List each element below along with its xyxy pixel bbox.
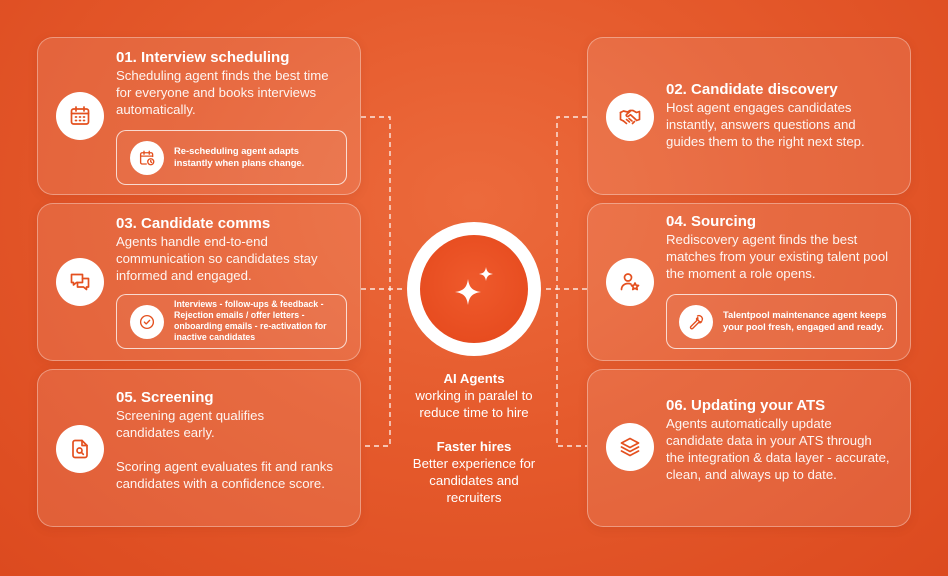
card-description: Agents handle end-to-end communication s… [116,234,318,283]
chat-bubbles-icon [56,258,104,306]
center-heading-ai-agents: AI Agents [443,371,505,386]
layers-icon [606,423,654,471]
card-interview-scheduling: 01. Interview scheduling Scheduling agen… [37,37,361,195]
card-description: Scheduling agent finds the best time for… [116,68,329,117]
card-sourcing: 04. Sourcing Rediscovery agent finds the… [587,203,911,361]
card-candidate-comms: 03. Candidate comms Agents handle end-to… [37,203,361,361]
subcard-comms: Interviews - follow-ups & feedback - Rej… [116,294,347,349]
subcard-text: Re-scheduling agent adapts instantly whe… [174,145,305,168]
card-title: 06. Updating your ATS [666,397,826,414]
check-circle-icon [130,305,164,339]
card-updating-ats: 06. Updating your ATS Agents automatical… [587,369,911,527]
card-title: 04. Sourcing [666,213,757,230]
calendar-icon [56,92,104,140]
card-description: Host agent engages candidates instantly,… [666,100,865,149]
subcard-text: Talentpool maintenance agent keeps your … [723,309,887,332]
card-description: Agents automatically update candidate da… [666,416,890,482]
center-text-faster-hires: Better experience for candidates and rec… [412,456,536,505]
card-title: 05. Screening [116,389,214,406]
sparkles-icon [455,267,493,305]
card-candidate-discovery: 02. Candidate discovery Host agent engag… [587,37,911,195]
document-search-icon [56,425,104,473]
ai-agents-hub [407,222,541,356]
user-star-icon [606,258,654,306]
wrench-icon [679,305,713,339]
center-heading-faster-hires: Faster hires [436,439,512,454]
subcard-talentpool: Talentpool maintenance agent keeps your … [666,294,897,349]
card-title: 01. Interview scheduling [116,49,290,66]
card-description: Rediscovery agent finds the best matches… [666,232,889,281]
center-text-ai-agents: working in paralel to reduce time to hir… [415,388,533,420]
center-caption-2: Faster hires Better experience for candi… [394,438,554,506]
card-title: 02. Candidate discovery [666,81,838,98]
subcard-text: Interviews - follow-ups & feedback - Rej… [174,299,327,342]
card-screening: 05. Screening Screening agent qualifies … [37,369,361,527]
card-description: Screening agent qualifies candidates ear… [116,408,265,440]
handshake-icon [606,93,654,141]
calendar-clock-icon [130,141,164,175]
card-description-secondary: Scoring agent evaluates fit and ranks ca… [116,459,333,491]
center-caption: AI Agents working in paralel to reduce t… [394,370,554,421]
subcard-rescheduling: Re-scheduling agent adapts instantly whe… [116,130,347,185]
card-title: 03. Candidate comms [116,215,271,232]
